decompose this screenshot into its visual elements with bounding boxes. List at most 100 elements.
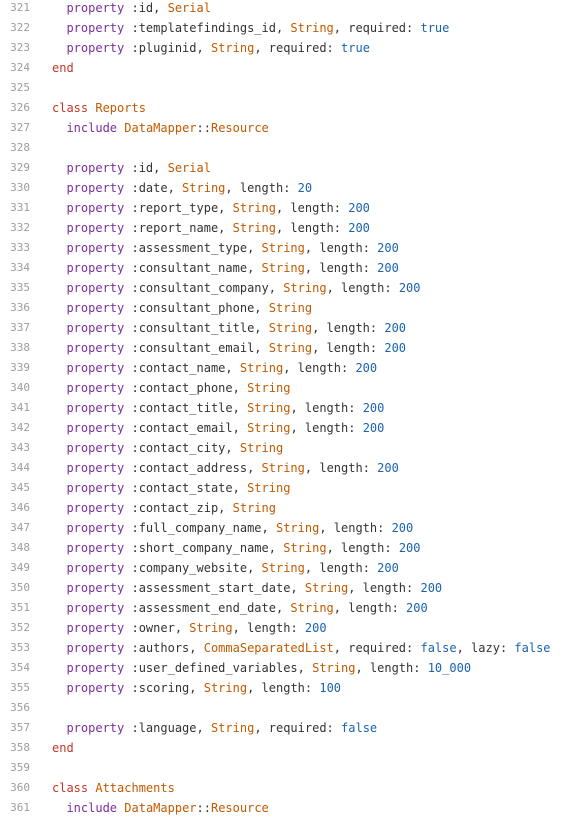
code-token: :short_company_name, [124, 541, 284, 555]
code-token [52, 21, 66, 35]
line-number: 356 [10, 701, 30, 714]
code-token: 200 [348, 201, 370, 215]
code-token [52, 521, 66, 535]
line-number: 331 [10, 201, 30, 214]
code-token: :consultant_phone, [124, 301, 269, 315]
code-token: include [66, 121, 118, 135]
code-token: Reports [95, 101, 146, 115]
code-token: 200 [348, 221, 370, 235]
code-token: :consultant_title, [124, 321, 269, 335]
line-number: 338 [10, 341, 30, 354]
code-token: , length: [275, 221, 349, 235]
line-number: 349 [10, 561, 30, 574]
code-token: property [66, 561, 125, 575]
code-token [52, 121, 66, 135]
code-text: property :contact_name, String, length: … [52, 358, 377, 378]
code-text: property :id, Serial [52, 0, 211, 18]
code-token [52, 601, 66, 615]
code-token: 200 [304, 621, 327, 635]
code-line: 323 property :pluginid, String, required… [0, 38, 570, 58]
code-text: include DataMapper::Resource [52, 798, 269, 818]
code-token: :owner, [124, 621, 190, 635]
code-line: 341 property :contact_title, String, len… [0, 398, 570, 418]
line-number: 332 [10, 221, 30, 234]
code-token: :assessment_start_date, [124, 581, 305, 595]
code-line: 346 property :contact_zip, String [0, 498, 570, 518]
code-token: property [66, 481, 125, 495]
code-token: :consultant_email, [124, 341, 269, 355]
code-token: String [182, 181, 226, 195]
code-token: String [275, 521, 320, 535]
code-token: property [66, 201, 125, 215]
code-token: :full_company_name, [124, 521, 276, 535]
code-token [52, 441, 66, 455]
code-token: :contact_state, [124, 481, 248, 495]
code-line: 361 include DataMapper::Resource [0, 798, 570, 818]
code-line: 355 property :scoring, String, length: 1… [0, 678, 570, 698]
code-token: 200 [398, 541, 421, 555]
code-token: 200 [377, 241, 399, 255]
code-token: property [66, 281, 125, 295]
code-token: Resource [210, 121, 269, 135]
code-text: property :consultant_phone, String [52, 298, 312, 318]
code-text: property :full_company_name, String, len… [52, 518, 413, 538]
line-number: 328 [10, 141, 30, 154]
code-token: , length: [304, 561, 378, 575]
code-token: class [52, 781, 89, 795]
line-number: 346 [10, 501, 30, 514]
code-token: property [66, 441, 125, 455]
code-token: end [52, 741, 74, 755]
code-line: 339 property :contact_name, String, leng… [0, 358, 570, 378]
code-token: end [52, 61, 74, 75]
code-token [52, 221, 66, 235]
code-text: property :consultant_title, String, leng… [52, 318, 406, 338]
code-text: property :report_type, String, length: 2… [52, 198, 370, 218]
line-number: 345 [10, 481, 30, 494]
code-token: :language, [124, 721, 211, 735]
code-token: , length: [312, 341, 385, 355]
line-number: 330 [10, 181, 30, 194]
code-token: 200 [355, 361, 378, 375]
code-token: String [312, 661, 356, 675]
code-text: property :pluginid, String, required: tr… [52, 38, 369, 58]
code-token: , required: [254, 41, 342, 55]
code-text: property :contact_email, String, length:… [52, 418, 384, 438]
code-token [52, 241, 66, 255]
code-text: property :id, Serial [52, 158, 211, 178]
code-token: :contact_city, [124, 441, 240, 455]
code-token [52, 321, 66, 335]
line-number: 336 [10, 301, 30, 314]
code-token: property [66, 421, 125, 435]
code-token: , length: [275, 201, 349, 215]
line-number: 321 [10, 1, 30, 14]
code-token [52, 581, 66, 595]
code-token: :contact_zip, [124, 501, 233, 515]
code-token: :contact_name, [124, 361, 240, 375]
code-line: 351 property :assessment_end_date, Strin… [0, 598, 570, 618]
code-token: :contact_title, [124, 401, 248, 415]
code-token [52, 301, 66, 315]
code-line: 328 [0, 138, 570, 158]
line-number: 361 [10, 801, 30, 814]
code-text: property :consultant_name, String, lengt… [52, 258, 398, 278]
code-token: String [203, 681, 248, 695]
code-token: property [66, 641, 125, 655]
code-line: 332 property :report_name, String, lengt… [0, 218, 570, 238]
code-token [52, 461, 66, 475]
line-number: 325 [10, 81, 30, 94]
code-token: String [210, 721, 255, 735]
code-line: 349 property :company_website, String, l… [0, 558, 570, 578]
code-token: String [261, 561, 305, 575]
code-token: Resource [210, 801, 269, 815]
code-text: property :language, String, required: fa… [52, 718, 377, 738]
code-token [52, 381, 66, 395]
code-token: property [66, 581, 125, 595]
code-token: :scoring, [124, 681, 204, 695]
code-token: 200 [384, 321, 407, 335]
code-text: property :contact_city, String [52, 438, 283, 458]
code-text: class Reports [52, 98, 146, 118]
code-token: property [66, 181, 125, 195]
code-token: :date, [124, 181, 183, 195]
